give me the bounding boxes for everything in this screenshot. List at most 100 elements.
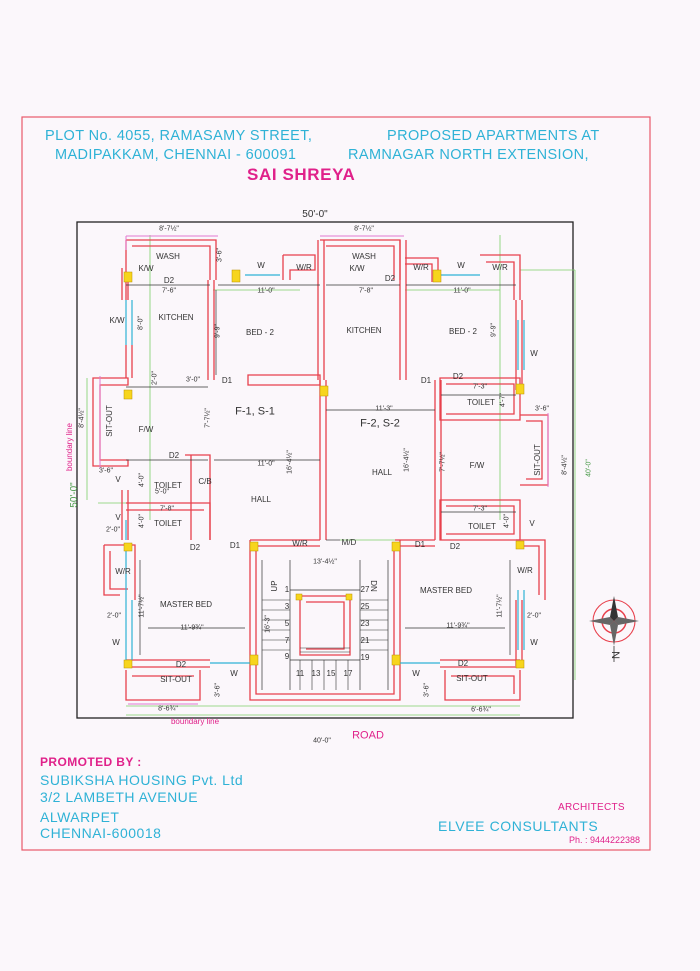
room-master-bed-right: MASTER BED (419, 586, 473, 595)
window-top-2: W (457, 261, 465, 270)
door-d2-left-low: D2 (189, 543, 201, 552)
flat2-label: F-2, S-2 (360, 417, 400, 430)
thin-lines (126, 284, 516, 690)
dim-11-0-top-left: 11'-0" (257, 287, 275, 295)
dim-5-0: 5'-0" (155, 488, 169, 496)
room-bed2-left: BED - 2 (245, 328, 275, 337)
room-kitchen-right: KITCHEN (346, 326, 382, 335)
dim-3-6-left: 3'-6" (99, 467, 113, 475)
room-bed2-right: BED - 2 (448, 327, 478, 336)
dim-7-3-bottom: 7'-3" (473, 505, 487, 513)
window-lines (125, 274, 525, 664)
stair-step-23: 23 (360, 619, 370, 628)
room-wr-top-1: W/R (296, 263, 312, 272)
stair-step-7: 7 (284, 636, 290, 645)
dim-11-9-right: 11'-9¾" (446, 622, 470, 630)
window-bottom-left: W (230, 669, 238, 678)
room-toilet-right-top: TOILET (467, 398, 495, 407)
site-boundary (76, 221, 574, 719)
room-sitout-bottom-left: SIT-OUT (160, 675, 192, 684)
stair-step-21: 21 (360, 636, 370, 645)
room-master-bed-left: MASTER BED (159, 600, 213, 609)
room-wd-left: W/R (292, 539, 308, 548)
door-d1-left: D1 (221, 376, 233, 385)
dim-6-6: 6'-6¾" (471, 706, 491, 714)
room-wash-right: WASH (352, 252, 376, 261)
dim-bottom-width: 40'-0" (313, 737, 331, 745)
dim-11-7-right: 11'-7½" (496, 594, 504, 618)
dim-4-0-left-2: 4'-0" (138, 514, 146, 528)
door-d2-right-low: D2 (449, 542, 461, 551)
dim-7-7-right: 7'-7½" (439, 452, 447, 472)
dim-8-6: 8'-6¾" (158, 705, 178, 713)
compass-icon (589, 596, 639, 662)
dim-2-0-left-2: 2'-0" (106, 526, 120, 534)
room-wr-top-3: W/R (492, 263, 508, 272)
room-toilet-right-bottom: TOILET (468, 522, 496, 531)
stair-treads (262, 599, 388, 690)
dim-8-4-right: 8'-4½" (561, 455, 569, 475)
room-wash-left: WASH (156, 252, 180, 261)
stair-step-27: 27 (360, 585, 370, 594)
dim-top-width: 50'-0" (302, 209, 328, 220)
stair-step-1: 1 (284, 585, 290, 594)
door-d1-left-low: D1 (229, 541, 241, 550)
vent-left-1: V (115, 475, 121, 484)
room-hall-left: HALL (250, 495, 272, 504)
window-left-low: W (112, 638, 120, 647)
dim-3-6-bottom-right: 3'-6" (423, 683, 431, 697)
dim-2-0-low-left: 2'-0" (107, 612, 121, 620)
room-kw-right: K/W (349, 264, 365, 273)
dim-9-9-left: 9'-9" (214, 324, 222, 338)
promoter-address2: ALWARPET (40, 809, 120, 825)
dim-16-4-left: 16'-4½" (286, 450, 294, 474)
proposal-line1: PROPOSED APARTMENTS AT (387, 128, 600, 144)
plot-address-line1: PLOT No. 4055, RAMASAMY STREET, (45, 128, 313, 144)
architect-phone: Ph. : 9444222388 (569, 835, 641, 845)
boundary-lines (86, 235, 576, 716)
door-d2-left-mid: D2 (168, 451, 180, 460)
room-sitout-right: SIT-OUT (533, 444, 542, 476)
room-cb: C/B (198, 477, 212, 486)
door-d2-right-bottom: D2 (457, 659, 469, 668)
room-wr-left-low: W/R (115, 567, 131, 576)
stair-dn-label: DN (369, 580, 378, 592)
stair-step-25: 25 (360, 602, 370, 611)
stair-step-13: 13 (311, 669, 321, 678)
dim-4-0-left-1: 4'-0" (138, 473, 146, 487)
sheet-border (21, 116, 651, 851)
room-sitout-left: SIT-OUT (105, 405, 114, 437)
stair-step-11: 11 (295, 669, 305, 678)
promoter-address1: 3/2 LAMBETH AVENUE (40, 789, 199, 805)
window-right-low: W (530, 638, 538, 647)
dim-13-4: 13'-4½" (313, 558, 337, 566)
vent-left-2: V (115, 513, 121, 522)
door-d2-right-top: D2 (452, 372, 464, 381)
dim-4-7: 4'-7" (499, 393, 507, 407)
dim-side-depth: 50'-0" (69, 482, 80, 508)
room-hall-right: HALL (371, 468, 393, 477)
dim-2-0-left: 2'-0" (151, 371, 159, 385)
room-kw-left: K/W (138, 264, 154, 273)
room-kitchen-left: KITCHEN (158, 313, 194, 322)
dim-3-6-bottom-left: 3'-6" (214, 683, 222, 697)
dim-11-7-left: 11'-7½" (138, 594, 146, 618)
boundary-label-bottom: boundary line (170, 717, 220, 726)
room-sitout-bottom-right: SIT-OUT (456, 674, 488, 683)
room-fw-left: F/W (138, 425, 154, 434)
vent-right: V (529, 519, 535, 528)
dim-3-0: 3'-0" (186, 376, 200, 384)
promoted-by-label: PROMOTED BY : (40, 755, 142, 769)
dim-16-4-right: 16'-4½" (403, 448, 411, 472)
flat1-label: F-1, S-1 (235, 405, 275, 418)
stair-step-3: 3 (284, 602, 290, 611)
north-label: N (610, 651, 623, 659)
stair-step-17: 17 (343, 669, 353, 678)
dim-4-0-right: 4'-0" (503, 514, 511, 528)
boundary-label-left: boundary line (65, 422, 74, 472)
room-toilet-left-1: TOILET (154, 481, 182, 490)
dim-8-7-left: 8'-7½" (159, 225, 179, 233)
stair-step-19: 19 (360, 653, 370, 662)
window-right-1: W (530, 349, 538, 358)
window-bottom-right: W (412, 669, 420, 678)
